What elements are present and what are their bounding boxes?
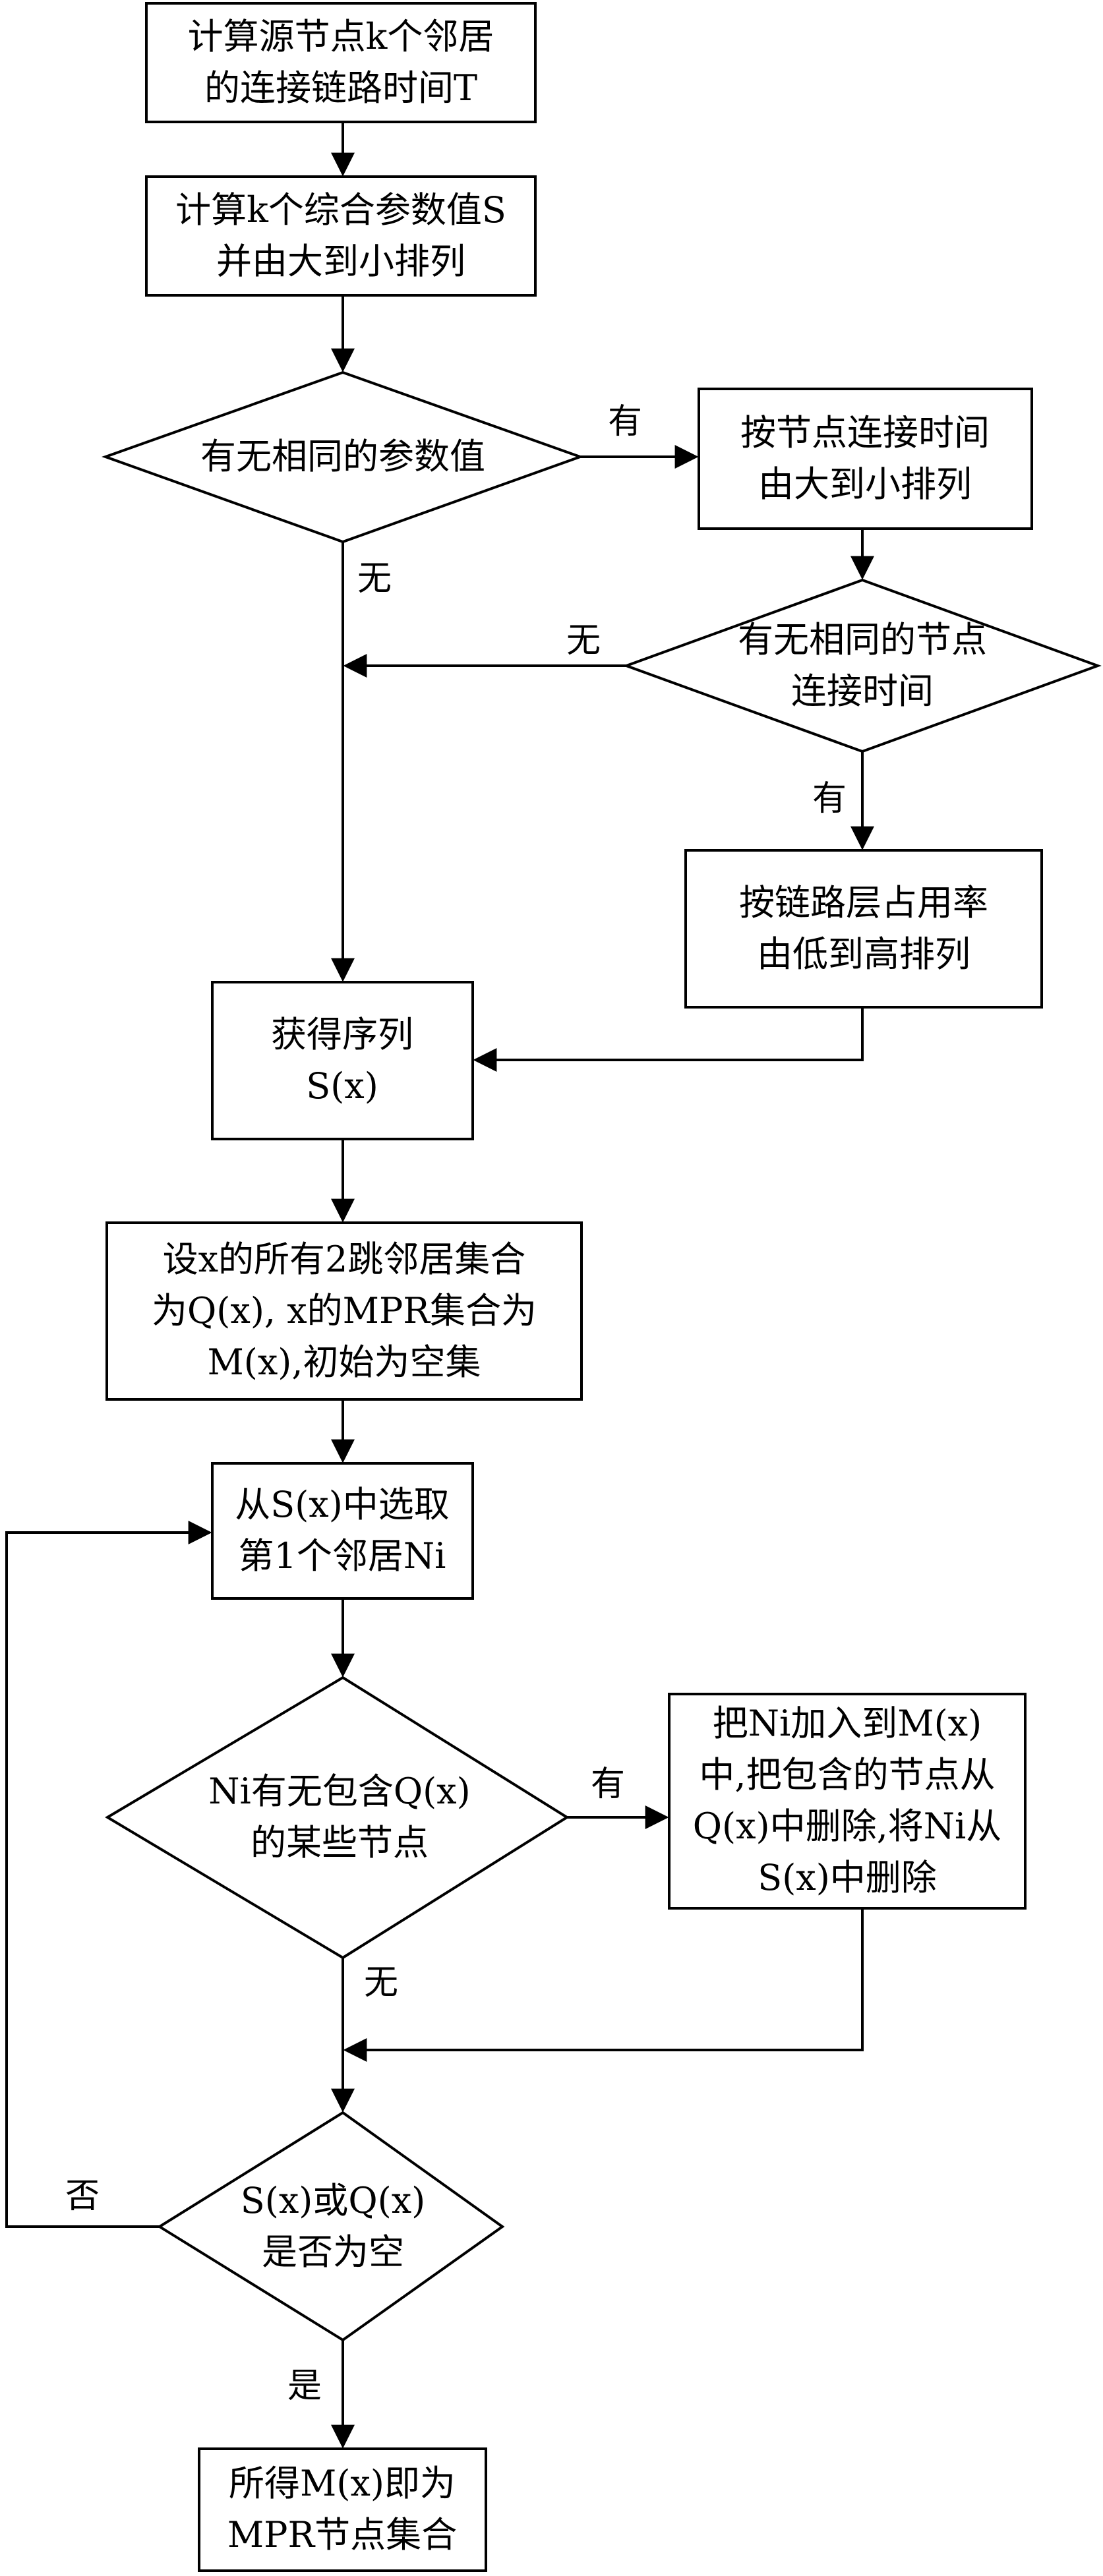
text-line: 设x的所有2跳邻居集合	[162, 1239, 526, 1280]
text-line: MPR节点集合	[227, 2514, 458, 2556]
text-line: 计算源节点k个邻居	[187, 16, 494, 57]
box-define-sets	[105, 1221, 583, 1401]
box-sort-by-occupancy	[684, 849, 1043, 1009]
arrow-n8-main	[343, 1908, 864, 2062]
label-d1-no: 无	[357, 559, 392, 599]
text-line: Q(x)中删除,将Ni从	[692, 1805, 1002, 1847]
label-d2-yes: 有	[812, 779, 847, 819]
box-compute-params	[145, 175, 537, 297]
text-sort-by-occupancy: 按链路层占用率 由低到高排列	[739, 877, 988, 980]
text-line: 的某些节点	[250, 1822, 429, 1863]
text-sets-empty: S(x)或Q(x) 是否为空	[241, 2175, 425, 2278]
label-d3-no: 无	[363, 1963, 399, 2003]
box-result-mpr	[198, 2447, 487, 2572]
label-d3-yes: 有	[590, 1765, 626, 1804]
text-select-neighbor: 从S(x)中选取 第1个邻居Ni	[235, 1479, 450, 1582]
text-ni-contains: Ni有无包含Q(x) 的某些节点	[208, 1766, 470, 1869]
text-line: 获得序列	[271, 1014, 413, 1055]
text-line: 有无相同的参数值	[200, 436, 485, 477]
text-line: 由大到小排列	[758, 463, 972, 505]
text-line: S(x)中删除	[758, 1857, 937, 1898]
text-same-connect-time: 有无相同的节点 连接时间	[738, 614, 987, 717]
text-line: Ni有无包含Q(x)	[208, 1771, 471, 1812]
text-line: 并由大到小排列	[216, 241, 465, 282]
arrow-n4-n5	[473, 1007, 864, 1072]
label-d2-no: 无	[566, 621, 601, 660]
text-line: 连接时间	[791, 670, 934, 712]
text-add-to-mpr: 把Ni加入到M(x) 中,把包含的节点从 Q(x)中删除,将Ni从 S(x)中删…	[693, 1698, 1002, 1904]
text-sort-by-connect-time: 按节点连接时间 由大到小排列	[740, 407, 990, 510]
text-result-mpr: 所得M(x)即为 MPR节点集合	[227, 2458, 457, 2561]
text-define-sets: 设x的所有2跳邻居集合 为Q(x), x的MPR集合为 M(x),初始为空集	[152, 1234, 537, 1388]
text-line: 把Ni加入到M(x)	[712, 1703, 982, 1744]
text-line: 的连接链路时间T	[204, 67, 478, 109]
box-get-sequence	[211, 981, 474, 1140]
text-line: 为Q(x), x的MPR集合为	[152, 1290, 537, 1332]
text-line: 中,把包含的节点从	[699, 1754, 996, 1796]
text-line: 按节点连接时间	[740, 412, 990, 454]
box-add-to-mpr	[668, 1693, 1027, 1910]
text-line: 所得M(x)即为	[229, 2463, 456, 2504]
label-d4-yes: 是	[287, 2366, 322, 2406]
arrow-d4-loop-no	[5, 1521, 212, 2228]
text-line: 是否为空	[261, 2231, 404, 2273]
box-select-neighbor	[211, 1462, 474, 1600]
text-line: 从S(x)中选取	[235, 1484, 450, 1525]
text-line: 第1个邻居Ni	[238, 1535, 446, 1577]
text-get-sequence: 获得序列 S(x)	[271, 1009, 413, 1112]
text-line: 计算k个综合参数值S	[175, 189, 506, 231]
label-d4-no: 否	[65, 2177, 100, 2216]
text-compute-params: 计算k个综合参数值S 并由大到小排列	[175, 185, 506, 287]
text-line: M(x),初始为空集	[207, 1341, 481, 1383]
text-line: S(x)	[306, 1065, 378, 1107]
text-same-param: 有无相同的参数值	[200, 431, 485, 483]
text-line: S(x)或Q(x)	[240, 2180, 426, 2221]
text-line: 按链路层占用率	[739, 882, 988, 923]
text-compute-link-time: 计算源节点k个邻居 的连接链路时间T	[188, 11, 494, 114]
text-line: 有无相同的节点	[738, 619, 987, 660]
text-line: 由低到高排列	[757, 933, 970, 975]
box-compute-link-time	[145, 2, 537, 123]
box-sort-by-connect-time	[698, 388, 1033, 530]
label-d1-yes: 有	[607, 402, 643, 442]
